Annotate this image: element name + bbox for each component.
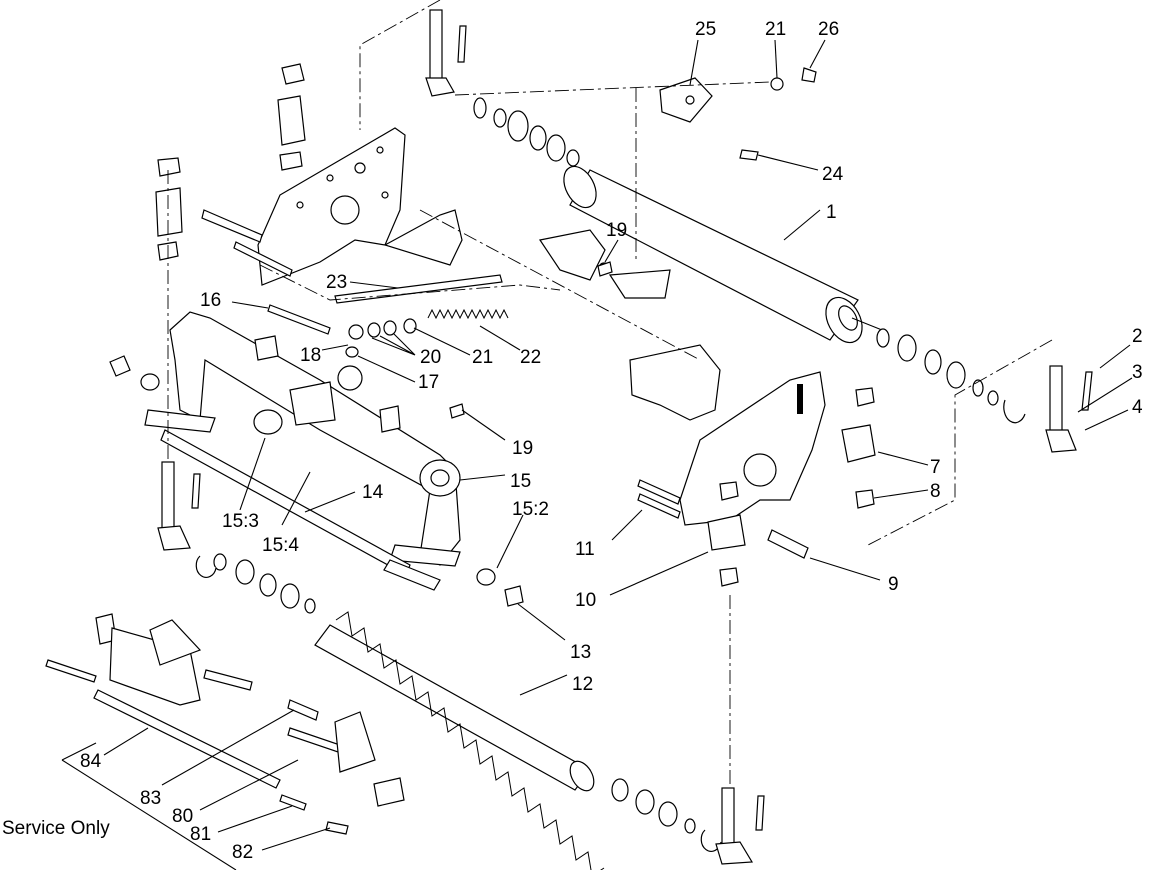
service-only-label: Service Only	[2, 818, 110, 839]
callout-4: 4	[1132, 397, 1143, 418]
callout-22: 22	[520, 347, 541, 368]
pivot-arm-15	[109, 311, 461, 567]
left-lower-pin	[157, 461, 201, 551]
callout-15-4: 15:4	[262, 535, 299, 556]
callout-18: 18	[300, 345, 321, 366]
leader-lines	[103, 39, 1133, 851]
callout-11: 11	[575, 539, 595, 560]
left-side-plate	[155, 63, 406, 286]
callout-17: 17	[418, 372, 439, 393]
callout-25: 25	[695, 19, 716, 40]
rear-roller-assembly	[425, 9, 1093, 453]
callout-14: 14	[362, 482, 384, 503]
callout-21-mid: 21	[472, 347, 493, 368]
callout-82: 82	[232, 842, 253, 863]
callout-13: 13	[570, 642, 591, 663]
callout-80: 80	[172, 806, 193, 827]
callout-84: 84	[80, 751, 102, 772]
spring-22	[427, 308, 509, 320]
callout-15-3: 15:3	[222, 511, 259, 532]
callout-10: 10	[575, 590, 596, 611]
callout-7: 7	[930, 457, 941, 478]
callout-23: 23	[326, 272, 347, 293]
rod-23	[334, 274, 503, 304]
right-side-plate	[637, 371, 876, 587]
service-only-bracket	[61, 742, 237, 870]
callout-15-2: 15:2	[512, 499, 549, 520]
callout-20: 20	[420, 347, 441, 368]
bushings-13-15-2	[476, 568, 524, 607]
assembly-centerlines	[167, 0, 1053, 788]
callout-19-mid: 19	[512, 438, 533, 459]
service-only-assembly	[45, 613, 405, 835]
callout-12: 12	[572, 674, 593, 695]
callout-24: 24	[822, 164, 844, 185]
callout-81: 81	[190, 824, 211, 845]
bracket-25	[659, 67, 817, 161]
rod-14	[160, 429, 441, 591]
washers-20-21	[267, 261, 613, 419]
callout-15: 15	[510, 471, 531, 492]
callout-21-top: 21	[765, 19, 786, 40]
front-roller-12	[195, 553, 765, 870]
callout-8: 8	[930, 481, 941, 502]
callout-2: 2	[1132, 326, 1143, 347]
callout-83: 83	[140, 788, 161, 809]
callout-1: 1	[826, 202, 837, 223]
callout-16: 16	[200, 290, 221, 311]
callout-labels: 1 2 3 4 7 8 9 10 11 12 13 14 15 15:2 15:…	[2, 19, 1143, 863]
callout-9: 9	[888, 574, 899, 595]
callout-26: 26	[818, 19, 839, 40]
callout-3: 3	[1132, 362, 1143, 383]
callout-19-top: 19	[606, 220, 627, 241]
